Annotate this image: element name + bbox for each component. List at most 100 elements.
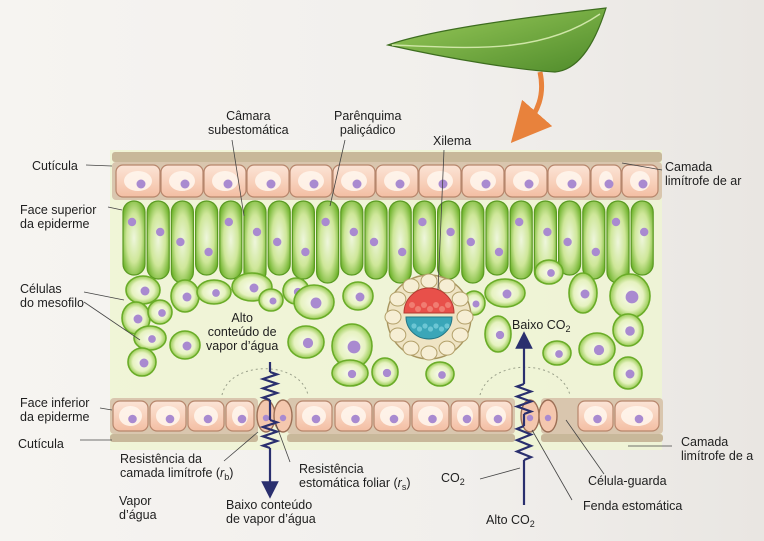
cell-nucleus [263,415,269,421]
label-celula-guarda: Célula-guarda [588,474,667,488]
cell-nucleus [428,415,437,424]
palisade-cell [220,201,242,279]
cell-nucleus [563,238,571,246]
phloem-cell [444,323,449,328]
palisade-cell [438,201,460,279]
cell-nucleus [348,370,356,378]
palisade-cell [341,201,363,275]
label-baixo-co2: Baixo CO2 [512,318,571,336]
palisade-cell [607,201,629,283]
cell-nucleus [494,415,503,424]
phloem-cell [439,326,444,331]
cell-nucleus [280,415,286,421]
label-cuticula-top: Cutícula [32,159,78,173]
palisade-cell [583,201,605,279]
palisade-cell [631,201,653,275]
cell-nucleus [301,248,309,256]
cell-nucleus [348,341,361,354]
cell-nucleus [605,180,614,189]
leader-line [86,165,112,166]
palisade-cell [486,201,508,275]
cell-nucleus [273,238,281,246]
cell-nucleus [250,284,259,293]
label-alto-co2: Alto CO2 [486,513,535,531]
lower-cuticle-right [541,434,663,442]
phloem-cell [428,326,433,331]
palisade-cell [123,201,145,275]
cell-nucleus [592,248,600,256]
cell-nucleus [446,228,454,236]
cell-nucleus [140,359,149,368]
palisade-cell [510,201,532,279]
cell-nucleus [204,415,213,424]
label-xilema: Xilema [433,134,471,148]
cell-nucleus [515,218,523,226]
bundle-sheath-cell [452,328,468,342]
label-vapor-agua: Vapord’água [119,494,157,522]
cell-nucleus [495,248,503,256]
cell-nucleus [310,180,319,189]
phloem-cell [417,326,422,331]
lower-cuticle-middle [287,434,515,442]
bundle-sheath-cell [385,310,401,324]
cell-nucleus [418,218,426,226]
cell-nucleus [496,331,504,339]
cell-nucleus [463,415,472,424]
palisade-cell [147,201,169,279]
xylem-vessel [409,302,415,308]
label-resistencia-camada: Resistência da camada limítrofe (rb) [120,452,233,484]
cell-nucleus [176,238,184,246]
palisade-cell [292,201,314,279]
cell-nucleus [398,248,406,256]
cell-nucleus [545,415,551,421]
cell-nucleus [181,180,190,189]
cell-nucleus [594,345,604,355]
leader-line [480,468,520,479]
label-resistencia-estomatica: Resistência estomática foliar (rs) [299,462,411,494]
cell-nucleus [625,326,635,336]
cell-nucleus [137,180,146,189]
cell-nucleus [212,289,220,297]
cell-nucleus [581,290,590,299]
cell-nucleus [390,415,399,424]
cell-nucleus [482,180,491,189]
upper-cuticle [112,152,662,162]
cell-nucleus [321,218,329,226]
cell-nucleus [253,228,261,236]
cell-nucleus [525,180,534,189]
cell-nucleus [128,218,136,226]
cell-nucleus [503,290,512,299]
palisade-cell [244,201,266,283]
cell-nucleus [351,415,360,424]
lower-cuticle-left [110,434,258,442]
cell-nucleus [303,338,313,348]
cell-nucleus [356,293,365,302]
cell-nucleus [543,228,551,236]
cell-nucleus [639,180,648,189]
label-camada-limitrofe-top: Camadalimítrofe de ar [665,160,741,188]
cell-nucleus [350,228,358,236]
cell-nucleus [238,415,247,424]
phloem-cell [411,323,416,328]
cell-nucleus [224,180,233,189]
cell-nucleus [396,180,405,189]
palisade-cell [317,201,339,283]
xylem-vessel [427,306,433,312]
cell-nucleus [267,180,276,189]
palisade-cell [389,201,411,283]
cell-nucleus [383,369,391,377]
label-cuticula-bottom: Cutícula [18,437,64,451]
xylem-vessel [433,302,439,308]
cell-nucleus [555,350,563,358]
cell-nucleus [166,415,175,424]
label-fenda-estomatica: Fenda estomática [583,499,682,513]
cell-nucleus [640,228,648,236]
cell-nucleus [269,297,276,304]
cell-nucleus [626,370,635,379]
label-camara-subestomatica: Câmarasubestomática [208,109,289,137]
label-co2: CO2 [441,471,465,489]
cell-nucleus [311,298,322,309]
